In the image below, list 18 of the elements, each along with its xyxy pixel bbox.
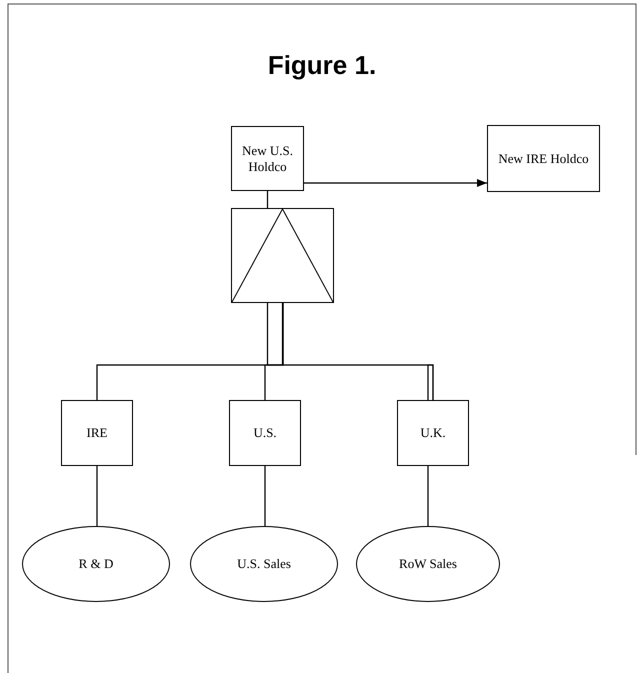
- box-node: [231, 126, 304, 191]
- box-node: [229, 400, 301, 466]
- node-label: New U.S. Holdco: [241, 142, 294, 174]
- node-label: New IRE Holdco: [497, 150, 590, 166]
- node-label: U.S. Sales: [236, 556, 292, 572]
- triangle-box-node: [231, 208, 334, 303]
- box-node: [397, 400, 469, 466]
- node-label: R & D: [78, 556, 114, 572]
- connector-line: [264, 466, 266, 526]
- node-label: RoW Sales: [398, 556, 458, 572]
- node-label: U.S.: [252, 425, 278, 441]
- node-label: IRE: [86, 425, 108, 441]
- box-node: [487, 125, 600, 192]
- arrow: [304, 179, 487, 187]
- connector-line: [96, 466, 98, 526]
- title: Figure 1.: [266, 52, 378, 78]
- box-node: [61, 400, 133, 466]
- node-label: U.K.: [419, 425, 447, 441]
